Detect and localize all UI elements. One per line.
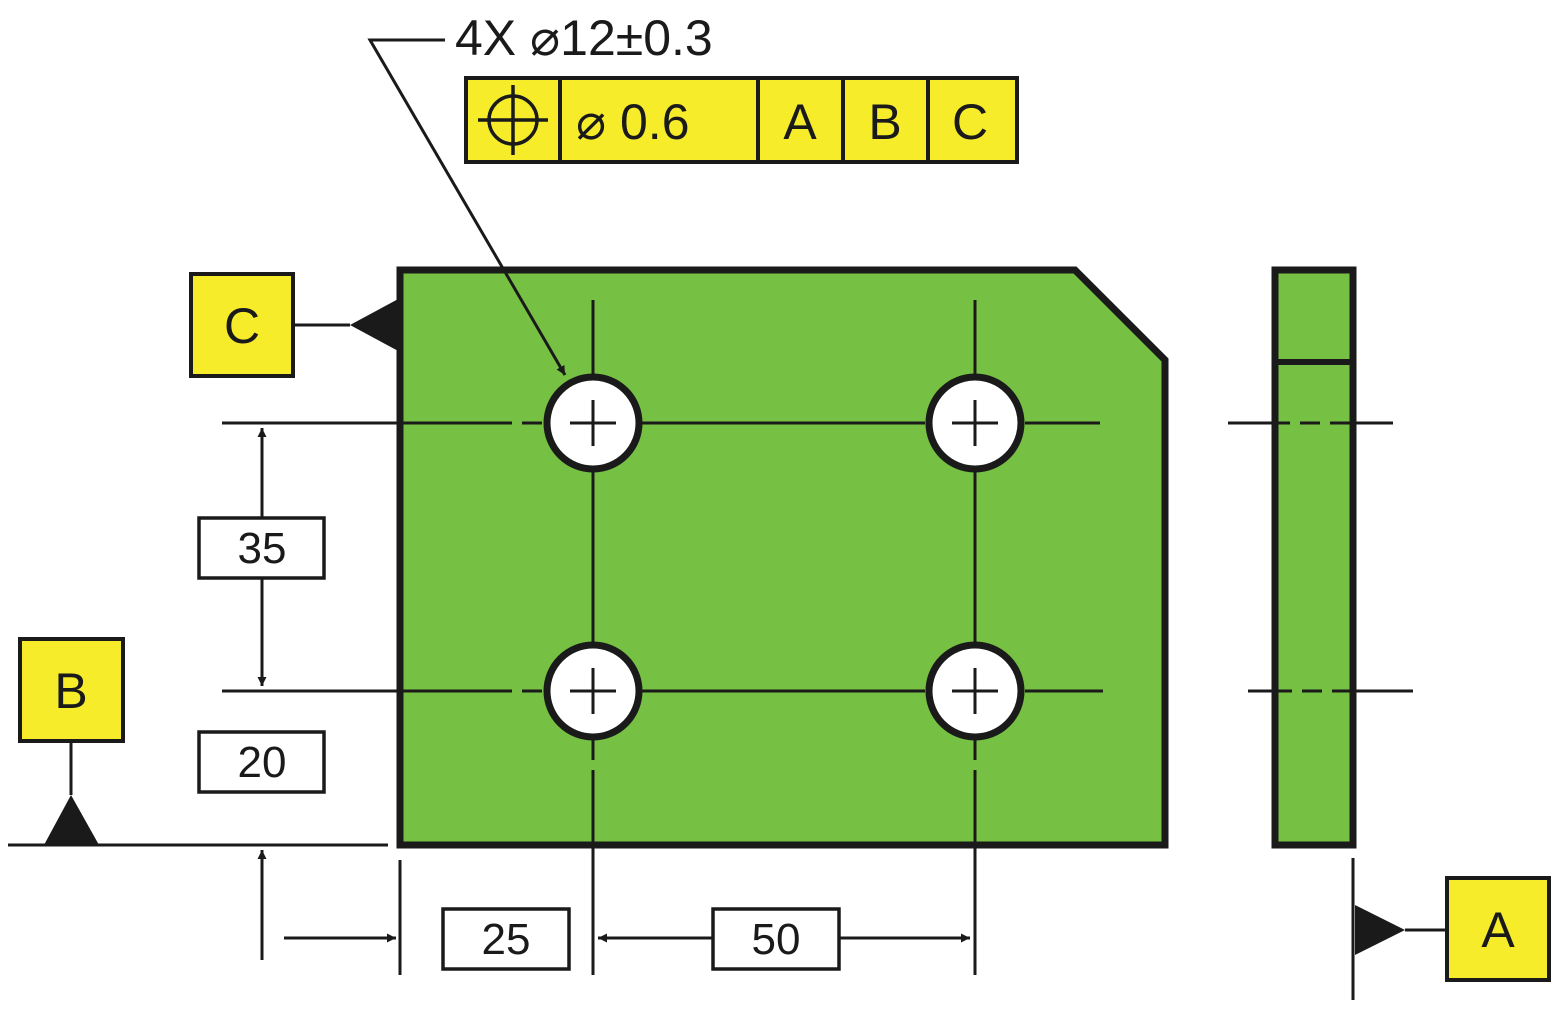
plate-front-view: [396, 266, 1169, 849]
dimension-25-value: 25: [482, 915, 531, 964]
datum-a: A: [1351, 858, 1551, 1000]
datum-c: C: [189, 272, 402, 378]
fcf-datum-b: B: [868, 94, 901, 150]
plate-side-view: [1271, 266, 1357, 849]
datum-b-label: B: [54, 663, 87, 719]
feature-control-frame: ⌀ 0.6 A B C: [464, 76, 1019, 164]
fcf-tolerance: ⌀ 0.6: [576, 94, 690, 150]
hole-callout: 4X ⌀12±0.3: [367, 10, 713, 376]
dimension-25: 25: [284, 860, 571, 975]
dimension-35-value: 35: [238, 524, 287, 573]
hole-top-left: [543, 373, 643, 473]
datum-a-label: A: [1481, 902, 1515, 958]
datum-b: B: [8, 637, 388, 847]
dimension-50-value: 50: [752, 915, 801, 964]
dimension-35: 35: [197, 428, 326, 686]
fcf-datum-c: C: [952, 94, 988, 150]
fcf-datum-a: A: [783, 94, 817, 150]
hole-bottom-left: [543, 641, 643, 741]
position-icon: [478, 85, 548, 155]
dimension-50: 50: [598, 907, 970, 971]
dimension-20-value: 20: [238, 738, 287, 787]
hole-bottom-right: [925, 641, 1025, 741]
hole-callout-text: 4X ⌀12±0.3: [455, 10, 713, 66]
dimension-20: 20: [197, 730, 326, 960]
holes: [543, 373, 1025, 741]
centerlines: [222, 300, 1413, 975]
hole-top-right: [925, 373, 1025, 473]
datum-c-label: C: [224, 298, 260, 354]
